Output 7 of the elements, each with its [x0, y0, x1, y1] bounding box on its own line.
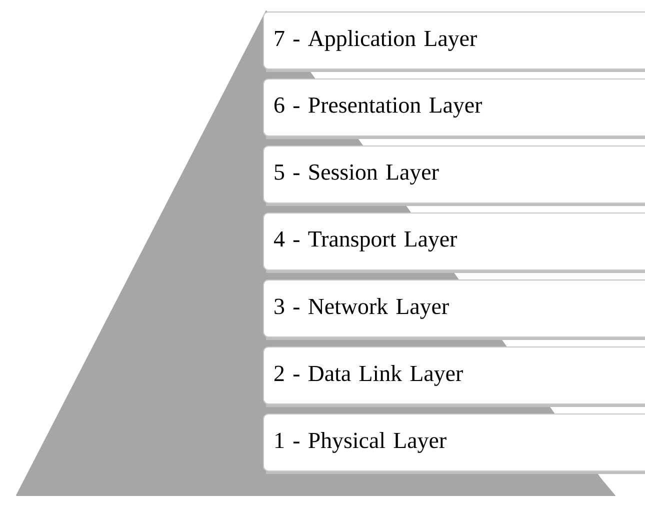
- layer-box: 6 - Presentation Layer: [263, 78, 645, 139]
- layer-box: 2 - Data Link Layer: [263, 346, 645, 407]
- layer-box: 4 - Transport Layer: [263, 212, 645, 273]
- layer-box: 5 - Session Layer: [263, 145, 645, 206]
- layer-box: 3 - Network Layer: [263, 279, 645, 340]
- layer-box: 1 - Physical Layer: [263, 413, 645, 474]
- layer-box: 7 - Application Layer: [263, 12, 645, 72]
